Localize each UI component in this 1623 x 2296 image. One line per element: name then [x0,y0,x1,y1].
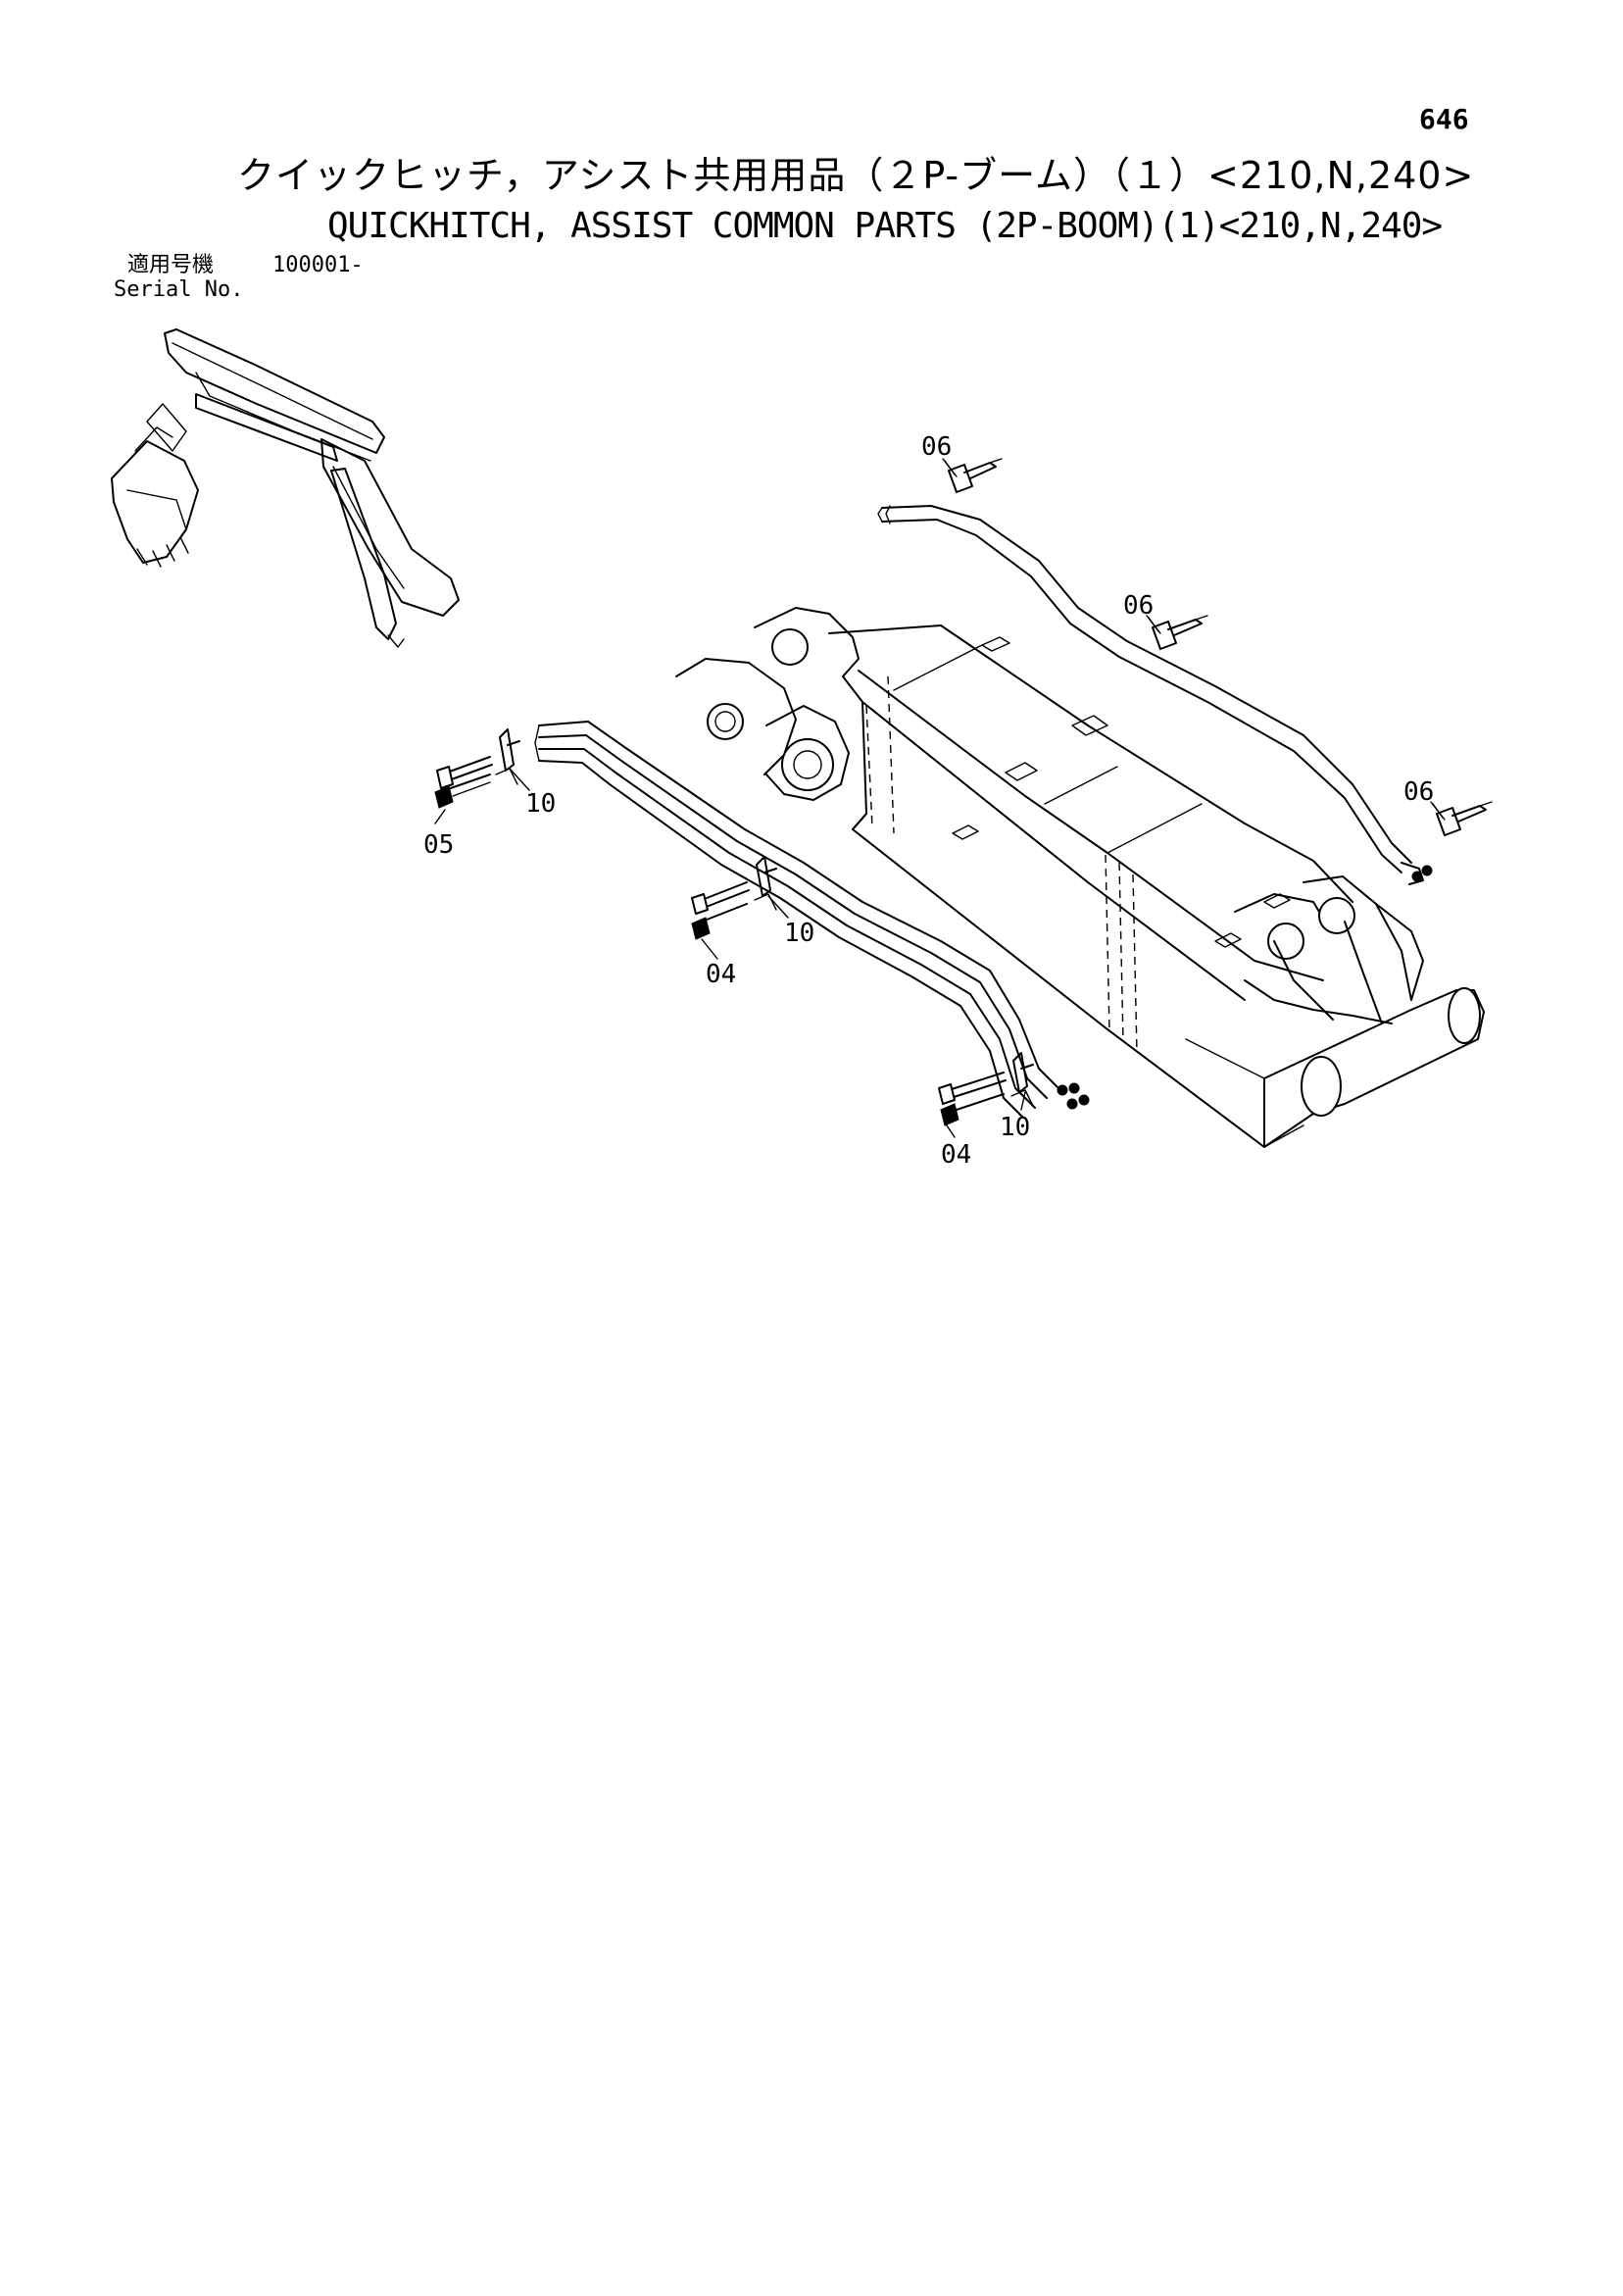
callout-04-a: 04 [706,960,736,989]
title-english: QUICKHITCH, ASSIST COMMON PARTS (2P-BOOM… [327,206,1443,246]
callout-06-top: 06 [921,432,952,462]
serial-number-value: 100001- [272,253,364,277]
serial-label-english: Serial No. [114,277,244,302]
title-japanese: クイックヒッチ，アシスト共用用品（２P-ブーム）（１）<210,N,240> [237,154,1475,197]
serial-label-japanese: 適用号機 [127,253,215,277]
boom-body [675,607,1485,1148]
clamp-06-right [1432,801,1493,836]
leader-lines [434,458,1446,1138]
callout-06-mid: 06 [1123,591,1154,621]
callout-10-b: 10 [784,919,814,948]
callout-04-b: 04 [941,1140,971,1170]
clamp-10-c [1010,1052,1034,1107]
hose-bundle-left [534,721,1090,1119]
hose-line-right [877,505,1433,885]
page-number: 646 [1419,103,1469,135]
excavator-front-thumbnail [111,328,460,648]
callout-06-right: 06 [1403,777,1434,807]
callout-05: 05 [423,830,454,860]
bolt-04-b [938,1072,1007,1126]
clamp-06-mid [1148,615,1208,650]
clamp-10-b [754,856,777,911]
callout-10-a: 10 [525,789,556,819]
callout-10-c: 10 [1000,1113,1030,1142]
clamp-06-top [944,458,1003,493]
bolt-05 [434,756,493,809]
bolt-04-a [691,881,750,940]
